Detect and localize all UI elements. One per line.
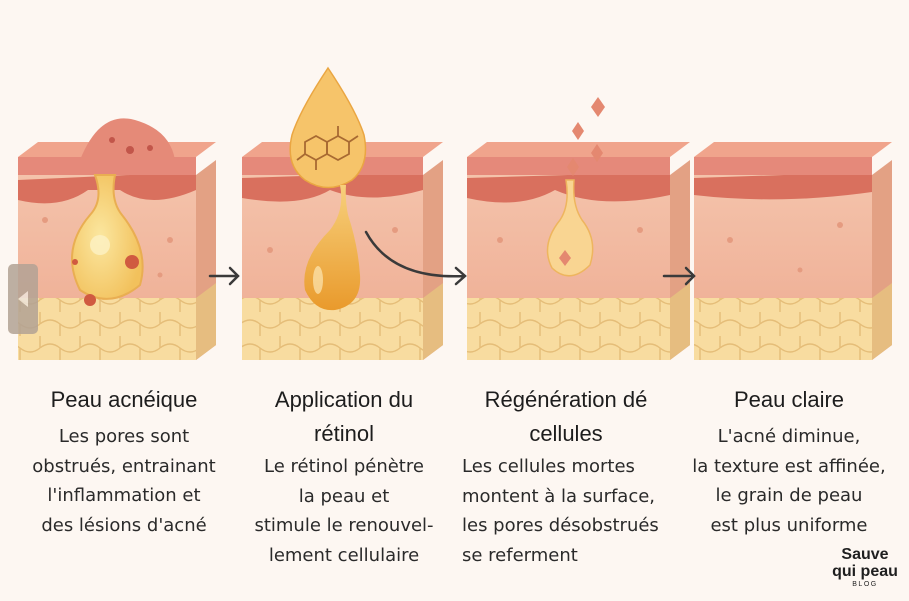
chevron-left-icon — [18, 291, 28, 307]
desc-line: est plus uniforme — [710, 514, 868, 536]
block-retinol — [242, 66, 443, 360]
arrow-right-icon — [364, 230, 467, 286]
arrow-right-icon — [662, 266, 696, 286]
desc-line: la texture est affinée, — [692, 455, 886, 477]
desc-line: se referment — [462, 544, 578, 566]
desc-line: la peau et — [298, 485, 390, 507]
desc-line: le grain de peau — [715, 485, 863, 506]
block-regeneration — [467, 97, 690, 360]
desc-line: Le rétinol pénètre — [264, 456, 424, 477]
desc-line: Les pores sont — [58, 426, 190, 447]
desc-line: les pores désobstrués — [462, 515, 659, 536]
brand-line-2: qui peau — [832, 563, 898, 580]
brand-logo: Sauve qui peau BLOG — [824, 546, 906, 590]
stage-desc-retinol: Le rétinol pénètre la peau et stimule le… — [234, 452, 454, 570]
desc-line: stimule le renouvel- — [254, 515, 434, 536]
stage-desc-acne: Les pores sont obstrués, entrainant l'in… — [14, 422, 234, 540]
desc-line: obstrués, entrainant — [32, 455, 216, 477]
molecule-icon — [296, 126, 359, 170]
stage-title-clear: Peau claire — [733, 387, 845, 412]
desc-line: L'acné diminue, — [717, 426, 861, 447]
stage-desc-regeneration: Les cellules mortes montent à la surface… — [462, 452, 698, 570]
desc-line: lement cellulaire — [268, 544, 420, 566]
brand-line-3: BLOG — [852, 581, 878, 588]
stage-desc-clear: L'acné diminue, la texture est affinée, … — [676, 422, 902, 540]
desc-line: l'inflammation et — [47, 485, 201, 506]
previous-button[interactable] — [8, 264, 38, 334]
block-acne — [18, 118, 216, 360]
desc-line: Les cellules mortes — [462, 456, 635, 477]
desc-line: des lésions d'acné — [41, 514, 207, 536]
brand-line-1: Sauve — [841, 546, 889, 563]
stage-title-retinol: Application du rétinol — [274, 387, 414, 446]
stage-title-acne: Peau acnéique — [50, 387, 198, 412]
desc-line: montent à la surface, — [462, 485, 656, 507]
block-clear-skin — [694, 142, 892, 360]
stage-title-regeneration: Régénération dé cellules — [484, 387, 648, 446]
arrow-right-icon — [208, 266, 240, 286]
